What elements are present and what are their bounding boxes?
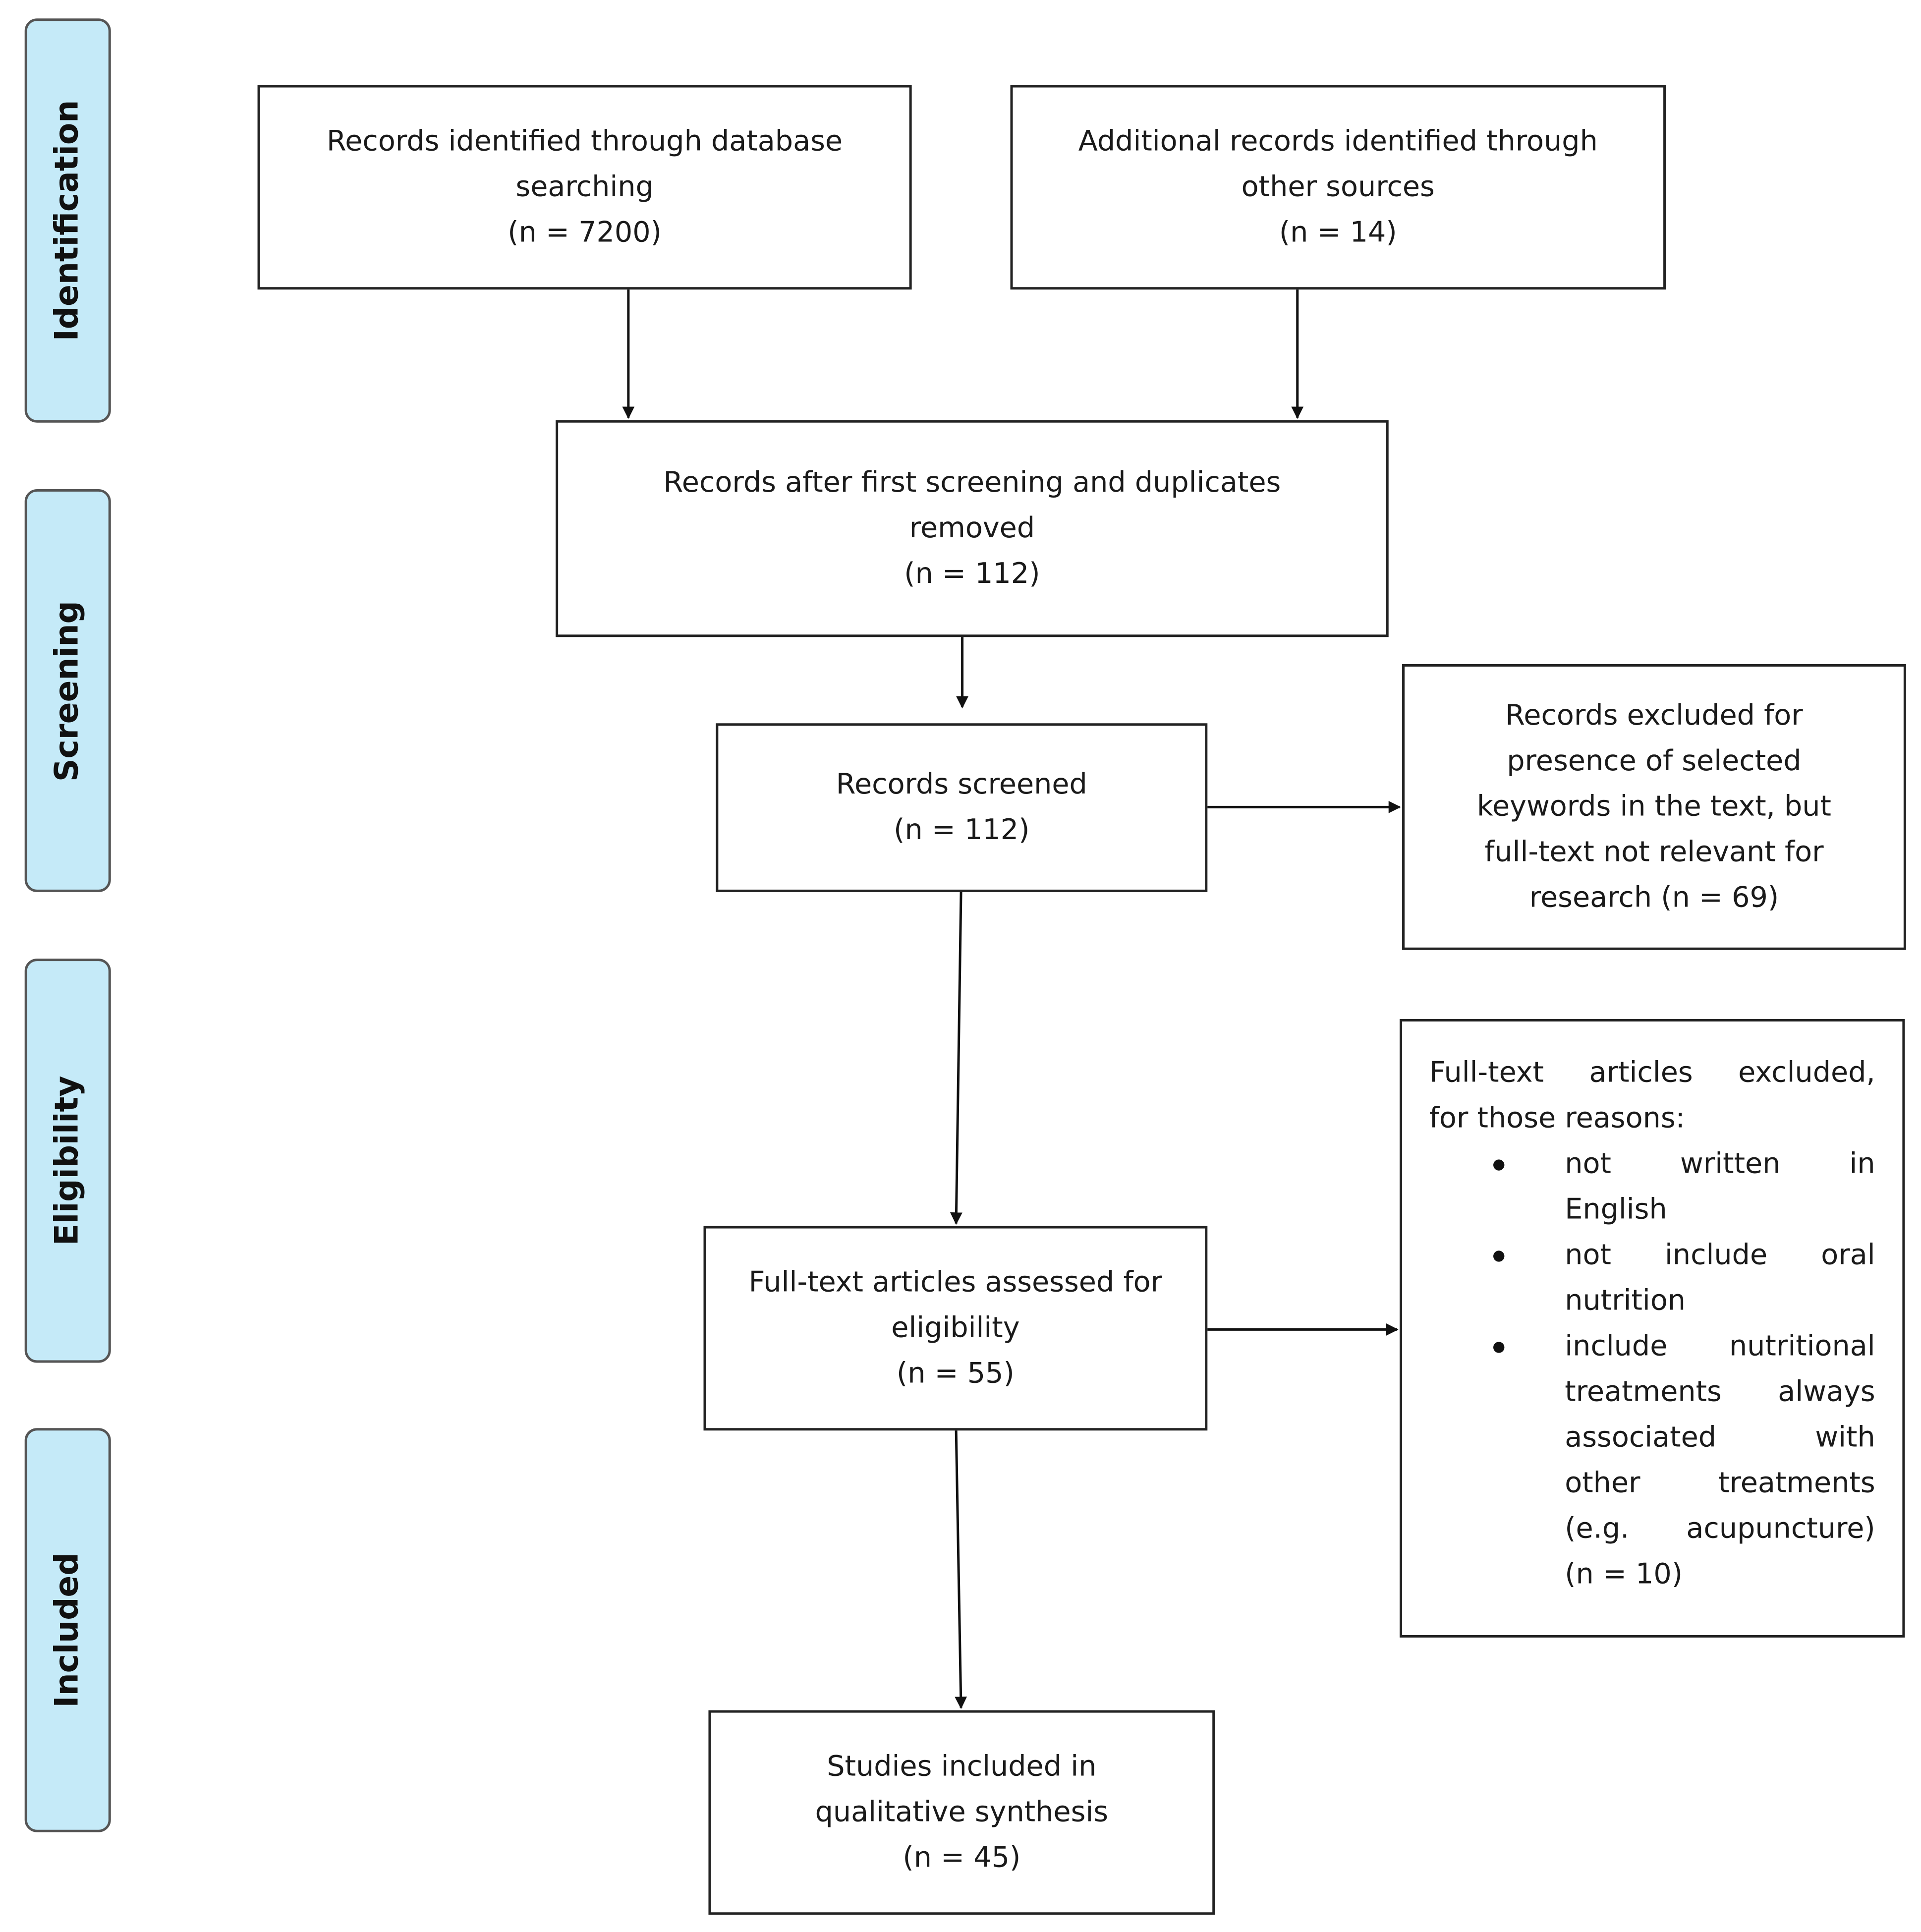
arrow-screened-to-fulltext (950, 892, 962, 1225)
box-database-records: Records identified through database sear… (257, 85, 912, 290)
box-count: (n = 112) (904, 557, 1040, 590)
exclusion-reasons-list: not written in English not include oral … (1429, 1142, 1875, 1598)
box-count: (n = 14) (1279, 216, 1397, 248)
box-count: (n = 45) (903, 1841, 1021, 1874)
box-text-line: eligibility (891, 1311, 1020, 1344)
list-item-text: not written in (1565, 1148, 1875, 1181)
box-text-line: presence of selected (1507, 744, 1802, 777)
box-text-line: other sources (1241, 170, 1435, 203)
box-fulltext-excluded: Full-text articles excluded, for those r… (1400, 1019, 1905, 1638)
list-item: not written in English (1493, 1142, 1875, 1234)
box-text-line: Records after first screening and duplic… (663, 466, 1281, 499)
list-item-text: treatments always (1565, 1376, 1875, 1409)
box-records-excluded: Records excluded for presence of selecte… (1402, 664, 1906, 950)
box-other-sources: Additional records identified through ot… (1010, 85, 1666, 290)
box-text-line: research (n = 69) (1529, 881, 1779, 914)
box-text-line: keywords in the text, but (1476, 790, 1831, 823)
box-studies-included: Studies included in qualitative synthesi… (708, 1710, 1215, 1915)
list-item-text: not include oral (1565, 1239, 1875, 1272)
phase-included: Included (24, 1428, 111, 1832)
list-item-text: nutrition (1565, 1285, 1686, 1317)
box-count: (n = 10) (1565, 1558, 1683, 1591)
box-text-line: removed (909, 511, 1035, 544)
list-item-text: include nutritional (1565, 1330, 1875, 1363)
box-text-line: Records excluded for (1505, 699, 1803, 732)
phase-screening: Screening (24, 489, 111, 892)
box-count: (n = 7200) (508, 216, 662, 248)
box-text-line: Full-text articles excluded, (1429, 1057, 1875, 1089)
list-item-text: (e.g. acupuncture) (1565, 1513, 1875, 1545)
arrow-fulltext-to-included (955, 1430, 967, 1709)
list-item: include nutritional treatments always as… (1493, 1324, 1875, 1598)
box-text-line: Additional records identified through (1078, 125, 1598, 157)
box-text-line: Full-text articles assessed for (748, 1266, 1163, 1299)
box-after-duplicates: Records after first screening and duplic… (556, 420, 1389, 637)
box-count: (n = 112) (894, 814, 1030, 846)
box-text-line: searching (515, 170, 654, 203)
phase-identification: Identification (24, 18, 111, 423)
list-item: not include oral nutrition (1493, 1233, 1875, 1324)
list-item-text: English (1565, 1193, 1667, 1226)
box-fulltext-assessed: Full-text articles assessed for eligibil… (703, 1226, 1208, 1431)
box-text-line: for those reasons: (1429, 1102, 1685, 1135)
box-text-line: Records identified through database (327, 125, 843, 157)
list-item-text: other treatments (1565, 1467, 1875, 1500)
box-count: (n = 55) (896, 1357, 1015, 1389)
phase-eligibility: Eligibility (24, 959, 111, 1363)
box-text-line: Studies included in (827, 1750, 1097, 1782)
box-records-screened: Records screened (n = 112) (716, 723, 1208, 892)
box-text-line: qualitative synthesis (815, 1796, 1109, 1828)
box-text-line: full-text not relevant for (1484, 836, 1824, 868)
list-item-text: associated with (1565, 1421, 1875, 1454)
box-text-line: Records screened (836, 768, 1087, 800)
